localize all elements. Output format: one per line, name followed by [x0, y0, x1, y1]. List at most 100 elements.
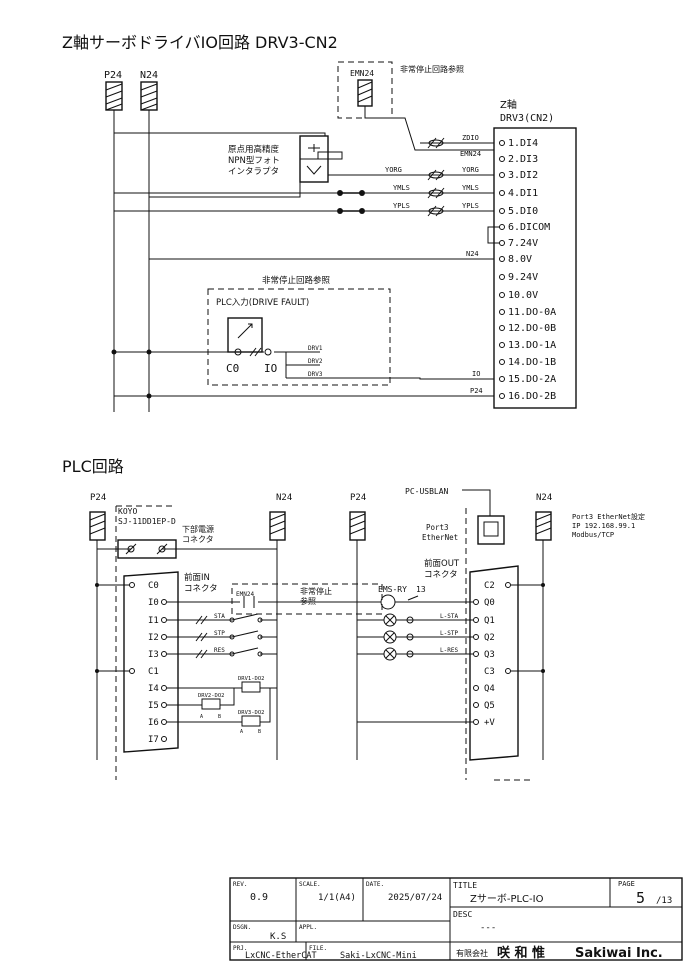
output-connector [469, 565, 519, 761]
svg-text:DRV1-DO2: DRV1-DO2 [238, 676, 265, 682]
wire-label: P24 [470, 387, 483, 395]
pin: 4.DI1 [499, 188, 538, 199]
pin: 13.DO-1A [499, 340, 556, 351]
in-terminal: I2 [148, 633, 167, 643]
drv-contact: DRV2-DO2 A B [167, 688, 235, 720]
wire-label: EMN24 [460, 150, 481, 158]
drv-label: DRV2 [308, 358, 323, 365]
plc-p24-left: P24 [90, 493, 106, 503]
shield-mark [427, 187, 445, 199]
svg-text:RES: RES [214, 647, 225, 654]
wire-label: N24 [466, 250, 479, 258]
out-terminal: Q4 [473, 684, 495, 694]
out-terminal: Q0 [473, 598, 495, 608]
company-en: Sakiwai Inc. [575, 946, 663, 961]
in-terminal: C0 [129, 581, 159, 591]
svg-text:12.DO-0B: 12.DO-0B [508, 323, 556, 334]
terminal-block [349, 511, 366, 541]
photo-interrupter: 原点用高精度 NPN型フォト インタラプタ [228, 135, 343, 183]
jumper [337, 190, 365, 196]
out-terminal: Q3 [473, 650, 495, 660]
input-connector [123, 571, 179, 753]
driver-pins: 1.DI4 2.DI3 3.DI2 4.DI1 5.DI0 6.DICOM 7.… [499, 138, 556, 402]
svg-text:B: B [258, 729, 261, 735]
out-terminal: C2 [484, 581, 511, 591]
front-in: コネクタ [184, 584, 218, 594]
svg-text:I3: I3 [148, 650, 159, 660]
ems-ry: EMS-RY [378, 585, 407, 594]
net-note: Port3 EtherNet設定 [572, 512, 645, 521]
pin: 6.DICOM [499, 222, 550, 233]
koyo-label: KOYO [118, 507, 137, 516]
svg-text:L-STP: L-STP [440, 630, 458, 637]
plc-title: PLC回路 [62, 457, 124, 476]
lan-cable [462, 489, 491, 516]
junction-dot [95, 669, 99, 673]
drv-label: DRV1 [308, 345, 323, 352]
svg-text:L-STA: L-STA [440, 613, 458, 620]
net-note: IP 192.168.99.1 [572, 522, 635, 530]
photocoupler-icon [227, 317, 263, 353]
slash-mark [156, 543, 168, 555]
pin: 10.0V [499, 290, 538, 301]
svg-text:Q2: Q2 [484, 633, 495, 643]
title-block: REV. 0.9 SCALE. 1/1(A4) DATE. 2025/07/24… [229, 877, 683, 961]
page-label: PAGE [618, 880, 635, 888]
svg-text:3.DI2: 3.DI2 [508, 170, 538, 181]
desc-label: DESC [453, 910, 472, 919]
date-label: DATE. [366, 881, 384, 888]
svg-text:L-RES: L-RES [440, 647, 458, 654]
svg-text:7.24V: 7.24V [508, 238, 538, 249]
svg-text:B: B [218, 714, 221, 720]
out-terminal: +V [473, 718, 495, 728]
common-wires [97, 584, 130, 672]
pin: 9.24V [499, 272, 538, 283]
relay-coil-icon [380, 594, 396, 610]
lower-conn: 下部電源 [182, 524, 214, 534]
svg-text:I2: I2 [148, 633, 159, 643]
switch-row: RES [167, 647, 277, 659]
svg-text:14.DO-1B: 14.DO-1B [508, 357, 556, 368]
wire-label: YORG [385, 166, 402, 174]
lamp-row: L-STP [357, 630, 473, 644]
title-value: Zサーボ-PLC-IO [470, 893, 544, 905]
emn24-label: EMN24 [350, 69, 374, 78]
lower-conn: コネクタ [182, 535, 214, 544]
rj45-icon [483, 521, 499, 537]
svg-text:11.DO-0A: 11.DO-0A [508, 307, 556, 318]
svg-text:DRV2-DO2: DRV2-DO2 [198, 693, 225, 699]
company-prefix: 有限会社 [456, 948, 488, 958]
pin: 3.DI2 [499, 170, 538, 181]
plc-outline [115, 506, 467, 780]
main-title: Z軸サーボドライバIO回路 DRV3-CN2 [62, 33, 338, 52]
in-terminal: I4 [148, 684, 167, 694]
dsgn-label: DSGN. [233, 924, 251, 931]
front-out: 前面OUT [424, 558, 460, 569]
svg-text:インタラプタ: インタラプタ [228, 167, 279, 177]
slash-mark [407, 595, 419, 601]
svg-text:9.24V: 9.24V [508, 272, 538, 283]
svg-text:16.DO-2B: 16.DO-2B [508, 391, 556, 402]
svg-text:I7: I7 [148, 735, 159, 745]
front-out: コネクタ [424, 570, 458, 580]
port3: EtherNet [422, 533, 458, 542]
wire-label: YMLS [462, 184, 479, 192]
pin: 7.24V [499, 238, 538, 249]
slash-mark [125, 543, 137, 555]
in-terminal: I3 [148, 650, 167, 660]
svg-text:I5: I5 [148, 701, 159, 711]
junction-dot [541, 583, 545, 587]
emn24-small: EMN24 [236, 591, 254, 598]
in-terminal: I0 [148, 598, 167, 608]
title-label: TITLE [453, 881, 477, 890]
net-note: Modbus/TCP [572, 531, 614, 539]
plc-model: SJ-11DD1EP-D [118, 517, 176, 526]
photo-n24-wire [149, 182, 301, 198]
page-number: 5 [636, 889, 645, 907]
svg-text:10.0V: 10.0V [508, 290, 538, 301]
terminal-circle [158, 545, 166, 553]
io-label: IO [264, 362, 277, 375]
out-terminal: C3 [484, 667, 511, 677]
plc-outline [116, 505, 530, 781]
emn24-box [337, 61, 393, 119]
